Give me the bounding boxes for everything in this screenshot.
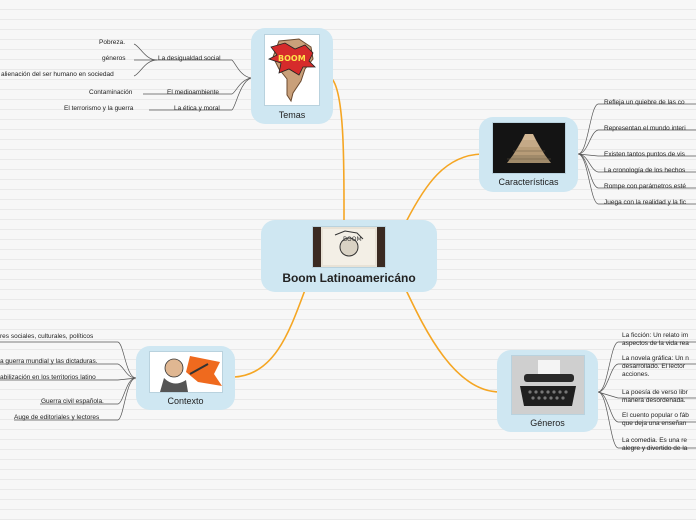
topic-caracteristicas[interactable]: Características (479, 117, 578, 192)
genero-item[interactable]: La comedia. Es una re alegre y divertido… (622, 437, 696, 453)
generos-label: Géneros (530, 418, 565, 428)
svg-text:BOOM: BOOM (278, 54, 306, 63)
topic-contexto[interactable]: Contexto (136, 346, 235, 410)
genero-item[interactable]: El cuento popular o fáb que deja una ens… (622, 412, 696, 428)
caracteristica-item[interactable]: La cronología de los hechos (604, 167, 686, 174)
caracteristica-item[interactable]: Existen tantos puntos de vis (604, 151, 685, 158)
leaf-generos[interactable]: géneros (102, 55, 126, 62)
genero-item[interactable]: La novela gráfica: Un n desarrollado. El… (622, 355, 696, 379)
leaf-alienacion[interactable]: alienación del ser humano en sociedad (1, 71, 114, 78)
genero-item[interactable]: La poesía de verso libr manera desordena… (622, 389, 696, 405)
caracteristica-item[interactable]: Rompe con parámetros esté (604, 183, 687, 190)
link-central-contexto (233, 289, 306, 378)
typewriter-image (510, 355, 585, 415)
leaf-contaminacion[interactable]: Contaminación (89, 89, 133, 96)
genero-item-line: La poesía de verso libr (622, 389, 688, 396)
leaf-terrorismo-guerra[interactable]: El terrorismo y la guerra (64, 105, 134, 112)
genero-item-line: alegre y divertido de la (622, 445, 688, 452)
genero-item-line: acciones. (622, 371, 650, 378)
contexto-item[interactable]: a guerra mundial y las dictaduras. (0, 358, 98, 365)
genero-item[interactable]: La ficción: Un relato im aspectos de la … (622, 332, 696, 348)
south-america-boom-image: BOOM (264, 34, 320, 106)
genero-item-line: manera desordenada. (622, 397, 686, 404)
svg-text:BOOM: BOOM (343, 236, 362, 243)
contexto-item[interactable]: res sociales, culturales, políticos (0, 333, 94, 340)
subtopic-medioambiente[interactable]: El medioambiente (167, 89, 220, 96)
topic-temas[interactable]: BOOM Temas (251, 28, 333, 124)
genero-item-line: La comedia. Es una re (622, 437, 688, 444)
central-topic[interactable]: BOOM Boom Latinoamericáno (261, 220, 437, 292)
leaf-pobreza[interactable]: Pobreza. (99, 39, 126, 46)
link-central-caracteristicas (405, 153, 483, 223)
central-title: Boom Latinoamericáno (282, 271, 416, 285)
genero-item-line: La ficción: Un relato im (622, 332, 689, 339)
contexto-item[interactable]: abilización en los territorios latino (0, 374, 96, 381)
subtopic-desigualdad-social[interactable]: La desigualdad social (158, 55, 221, 62)
central-comic-image: BOOM (312, 226, 386, 268)
link-central-generos (405, 289, 501, 393)
contexto-item[interactable]: Auge de editoriales y lectores (14, 414, 100, 421)
genero-item-line: que deja una enseñan (622, 420, 687, 427)
caracteristica-item[interactable]: Representan el mundo interi (604, 125, 686, 132)
caracteristicas-label: Características (498, 177, 559, 187)
contexto-item[interactable]: Guerra civil española. (41, 398, 104, 405)
contexto-label: Contexto (167, 396, 204, 406)
genero-item-line: El cuento popular o fáb (622, 412, 689, 419)
link-central-temas (330, 77, 345, 223)
pyramid-image (491, 122, 566, 174)
genero-item-line: aspectos de la vida rea (622, 340, 689, 347)
caricature-image (148, 351, 223, 393)
topic-generos[interactable]: Géneros (497, 350, 598, 432)
caracteristica-item[interactable]: Refleja un quiebre de las co (604, 99, 685, 106)
subtopic-etica-moral[interactable]: La ética y moral (174, 105, 220, 112)
genero-item-line: La novela gráfica: Un n (622, 355, 689, 362)
caracteristica-item[interactable]: Juega con la realidad y la fic (604, 199, 687, 206)
genero-item-line: desarrollado. El lector (622, 363, 685, 370)
temas-label: Temas (278, 110, 306, 120)
